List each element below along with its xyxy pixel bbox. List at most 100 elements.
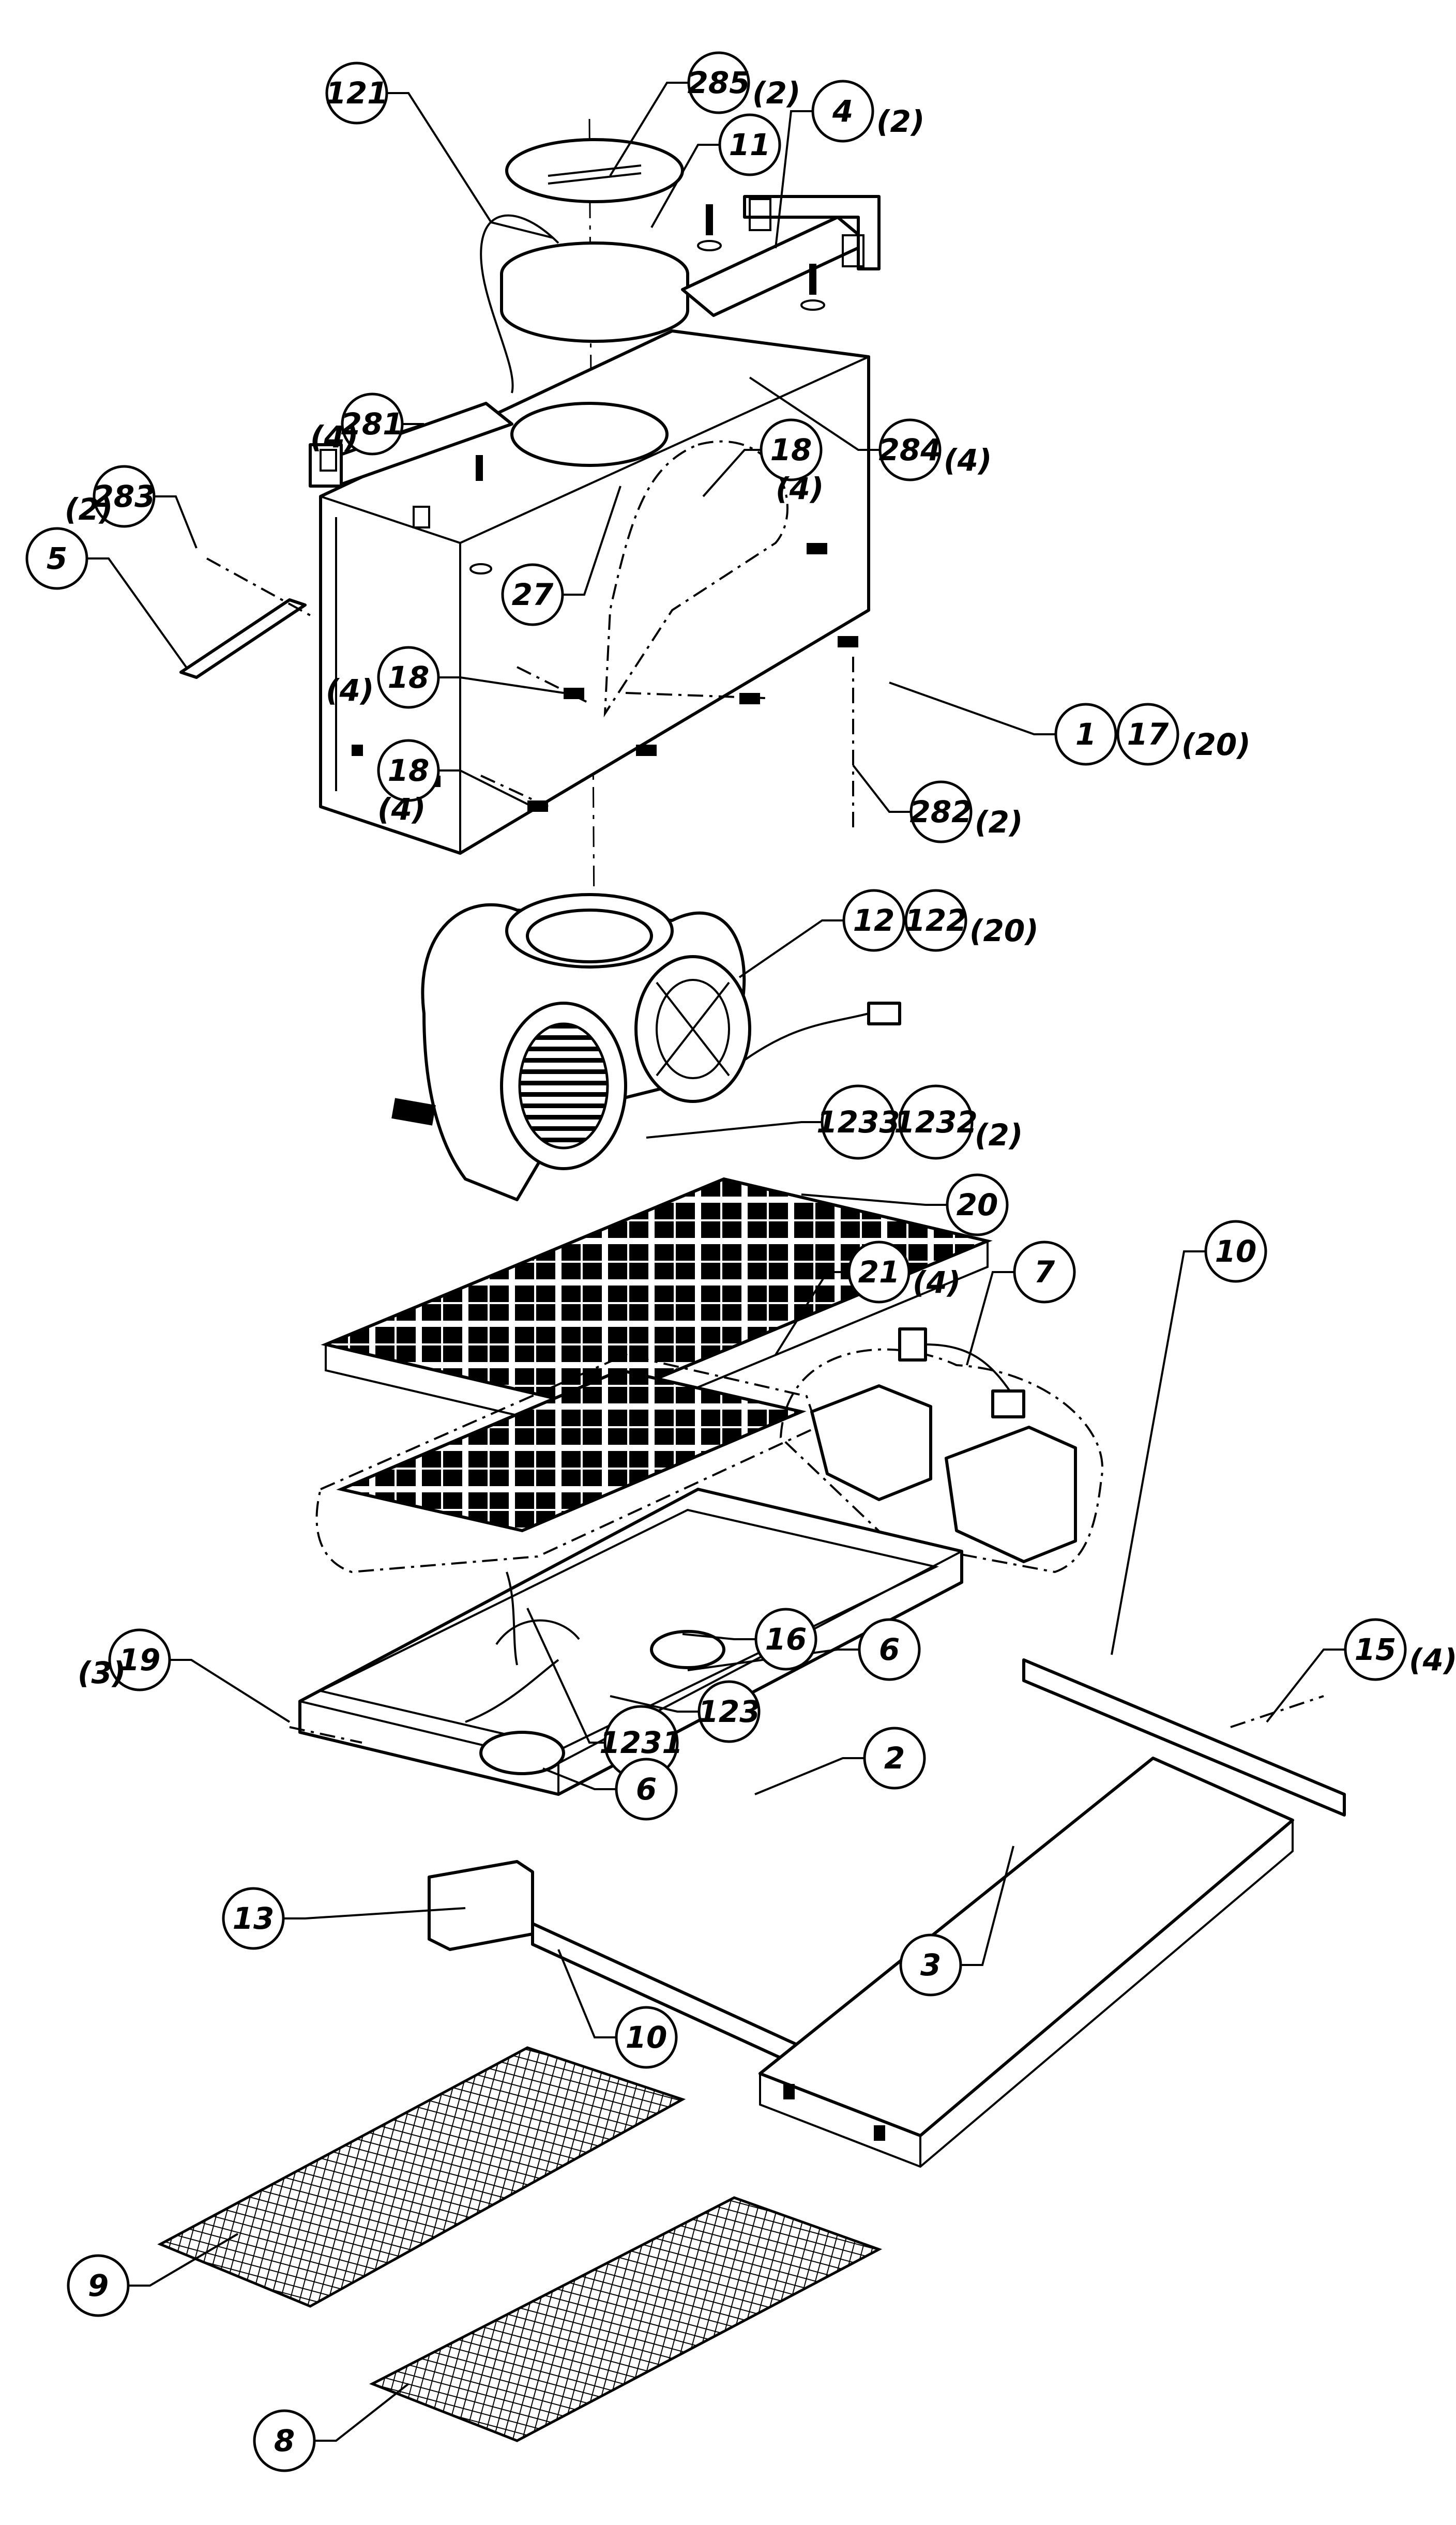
bottom-pan-part xyxy=(298,1488,963,1796)
svg-text:(4): (4) xyxy=(776,471,824,506)
block-part xyxy=(428,1860,534,1951)
svg-text:285: 285 xyxy=(687,65,750,100)
svg-text:18: 18 xyxy=(388,660,430,695)
screw-set xyxy=(480,543,858,827)
callout-10: 10 xyxy=(1204,1220,1267,1283)
blower-motor-part xyxy=(391,893,901,1201)
svg-text:282: 282 xyxy=(909,794,972,829)
callout-285: 285 (2) xyxy=(687,51,800,114)
svg-text:10: 10 xyxy=(1215,1234,1257,1269)
callout-122: 122 (20) xyxy=(904,889,1039,952)
callout-21: 21 (4) xyxy=(847,1241,961,1304)
svg-text:19: 19 xyxy=(119,1642,161,1677)
screw-15-leader xyxy=(1230,1695,1324,1728)
svg-text:(4): (4) xyxy=(310,419,358,455)
callout-20: 20 xyxy=(946,1173,1009,1236)
svg-text:18: 18 xyxy=(770,432,812,467)
callout-3: 3 xyxy=(899,1933,962,1997)
callout-2: 2 xyxy=(863,1727,926,1790)
callout-18: 18 (4) xyxy=(760,418,824,506)
svg-text:122: 122 xyxy=(904,903,967,938)
svg-text:2: 2 xyxy=(884,1741,905,1776)
callout-5: 5 xyxy=(25,527,88,590)
callout-8: 8 xyxy=(253,2409,316,2472)
callout-6: 6 xyxy=(615,1758,678,1821)
svg-text:(4): (4) xyxy=(944,443,992,478)
svg-text:8: 8 xyxy=(274,2423,295,2458)
callout-1233: 1233 xyxy=(816,1084,900,1160)
callout-11: 11 xyxy=(718,113,781,176)
svg-text:16: 16 xyxy=(765,1622,807,1657)
callout-13: 13 xyxy=(222,1887,285,1950)
svg-text:1233: 1233 xyxy=(816,1105,900,1140)
callout-6: 6 xyxy=(858,1618,921,1681)
svg-text:5: 5 xyxy=(47,541,67,576)
svg-text:6: 6 xyxy=(636,1772,657,1807)
front-tray-part xyxy=(759,1757,1294,2168)
svg-text:15: 15 xyxy=(1355,1632,1397,1667)
svg-text:281: 281 xyxy=(341,406,403,442)
svg-text:9: 9 xyxy=(88,2268,109,2303)
svg-text:121: 121 xyxy=(325,75,388,111)
callout-16: 16 xyxy=(754,1608,817,1671)
svg-text:1231: 1231 xyxy=(599,1725,682,1760)
callout-18: 18 (4) xyxy=(377,739,440,827)
svg-text:10: 10 xyxy=(626,2020,668,2055)
callout-284: 284 (4) xyxy=(878,418,992,481)
screw-19-leader xyxy=(289,1726,362,1744)
svg-text:(2): (2) xyxy=(975,1117,1023,1153)
electrical-box-part xyxy=(779,1327,1103,1574)
svg-text:123: 123 xyxy=(697,1694,760,1729)
grease-filter-part xyxy=(369,2196,883,2442)
mounting-bracket-left-part xyxy=(309,402,513,574)
svg-text:13: 13 xyxy=(233,1901,275,1936)
callout-9: 9 xyxy=(67,2254,130,2317)
charcoal-filter-part xyxy=(315,1353,818,1574)
svg-text:1: 1 xyxy=(1075,717,1096,752)
callout-27: 27 xyxy=(501,563,564,626)
svg-text:7: 7 xyxy=(1034,1254,1055,1290)
svg-text:12: 12 xyxy=(853,903,895,938)
svg-text:(20): (20) xyxy=(969,913,1039,948)
leader-lines xyxy=(88,82,1344,2442)
svg-text:18: 18 xyxy=(388,753,430,788)
callout-19: 19 (3) xyxy=(78,1628,171,1691)
svg-text:283: 283 xyxy=(93,479,155,514)
callout-1: 1 xyxy=(1054,703,1117,766)
svg-text:(4): (4) xyxy=(326,673,374,708)
svg-text:(2): (2) xyxy=(65,492,113,527)
callout-15: 15 (4) xyxy=(1344,1618,1456,1681)
side-rail-part xyxy=(179,598,307,679)
callout-10: 10 xyxy=(615,2006,678,2069)
callout-1232: 1232 (2) xyxy=(894,1084,1023,1160)
svg-text:17: 17 xyxy=(1127,717,1169,752)
callout-4: 4 (2) xyxy=(811,80,924,143)
svg-text:(2): (2) xyxy=(752,75,800,111)
callout-18: 18 (4) xyxy=(326,646,440,709)
svg-text:27: 27 xyxy=(512,577,554,612)
svg-text:284: 284 xyxy=(878,432,941,467)
svg-text:6: 6 xyxy=(879,1632,900,1667)
svg-text:4: 4 xyxy=(832,94,853,129)
callout-123: 123 xyxy=(697,1680,761,1743)
callout-121: 121 xyxy=(325,62,388,125)
svg-text:21: 21 xyxy=(858,1254,900,1290)
mounting-bracket-right-part xyxy=(681,195,881,317)
slide-rail-part xyxy=(531,1658,1346,2085)
callout-12: 12 xyxy=(842,889,905,952)
housing-part xyxy=(319,329,870,855)
svg-text:(2): (2) xyxy=(876,104,924,139)
callout-7: 7 xyxy=(1013,1241,1076,1304)
svg-text:(20): (20) xyxy=(1181,727,1251,762)
callout-17: 17 (20) xyxy=(1116,703,1251,766)
svg-text:(4): (4) xyxy=(1409,1642,1456,1677)
svg-text:3: 3 xyxy=(920,1947,941,1983)
svg-text:(4): (4) xyxy=(377,792,426,827)
grease-filter-part xyxy=(157,2046,686,2308)
callout-282: 282 (2) xyxy=(909,780,1023,843)
svg-text:20: 20 xyxy=(957,1187,998,1222)
duct-collar-part xyxy=(500,138,689,343)
svg-text:1232: 1232 xyxy=(894,1105,977,1140)
callout-283: 283 (2) xyxy=(65,465,156,528)
